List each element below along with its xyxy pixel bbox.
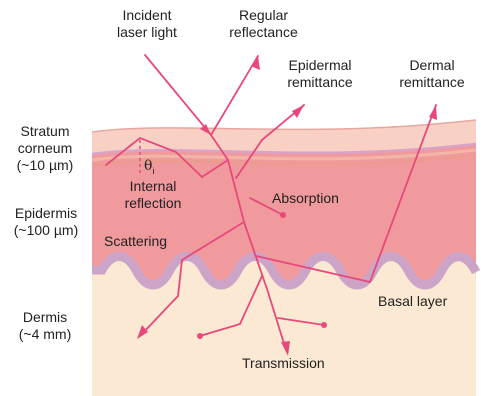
internal-label-line2: reflection [110, 195, 196, 212]
dermal-remittance-label: Dermal remittance [387, 57, 477, 91]
internal-label-line1: Internal [110, 178, 196, 195]
epidermis-label: Epidermis (~100 µm) [0, 205, 92, 239]
dermal-label-line1: Dermal [387, 57, 477, 74]
arrowhead-regular [251, 56, 260, 70]
dermis-label: Dermis (~4 mm) [0, 309, 90, 343]
regular-label-line1: Regular [216, 7, 311, 24]
theta-label: θi [144, 157, 154, 180]
epidermis-label-line1: Epidermis [0, 205, 92, 222]
incident-label-line2: laser light [107, 24, 187, 41]
arrowhead-dermal [429, 105, 437, 120]
incident-ray [145, 55, 211, 135]
stratum-label-line3: (~10 µm) [0, 157, 90, 174]
dermal-label-line2: remittance [387, 74, 477, 91]
absorption-dot [280, 212, 286, 218]
epidermal-label-line1: Epidermal [270, 57, 370, 74]
incident-label-line1: Incident [107, 7, 187, 24]
regular-reflectance-label: Regular reflectance [216, 7, 311, 41]
incident-label: Incident laser light [107, 7, 187, 41]
dermis-label-line1: Dermis [0, 309, 90, 326]
stratum-label-line1: Stratum [0, 123, 90, 140]
dermis-label-line2: (~4 mm) [0, 326, 90, 343]
theta-subscript: i [152, 166, 154, 176]
internal-reflection-label: Internal reflection [110, 178, 196, 212]
stratum-label-line2: corneum [0, 140, 90, 157]
arrowhead-epidermal [292, 105, 304, 118]
epidermal-label-line2: remittance [270, 74, 370, 91]
dermis-dot-right [321, 322, 327, 328]
regular-reflectance-ray [211, 56, 258, 135]
stratum-corneum-label: Stratum corneum (~10 µm) [0, 123, 90, 174]
scattering-label: Scattering [104, 233, 167, 250]
epidermal-remittance-label: Epidermal remittance [270, 57, 370, 91]
absorption-label: Absorption [272, 190, 339, 207]
epidermis-label-line2: (~100 µm) [0, 222, 92, 239]
dermis-dot-left [197, 333, 203, 339]
basal-layer-label: Basal layer [378, 293, 447, 310]
transmission-label: Transmission [242, 355, 325, 372]
regular-label-line2: reflectance [216, 24, 311, 41]
